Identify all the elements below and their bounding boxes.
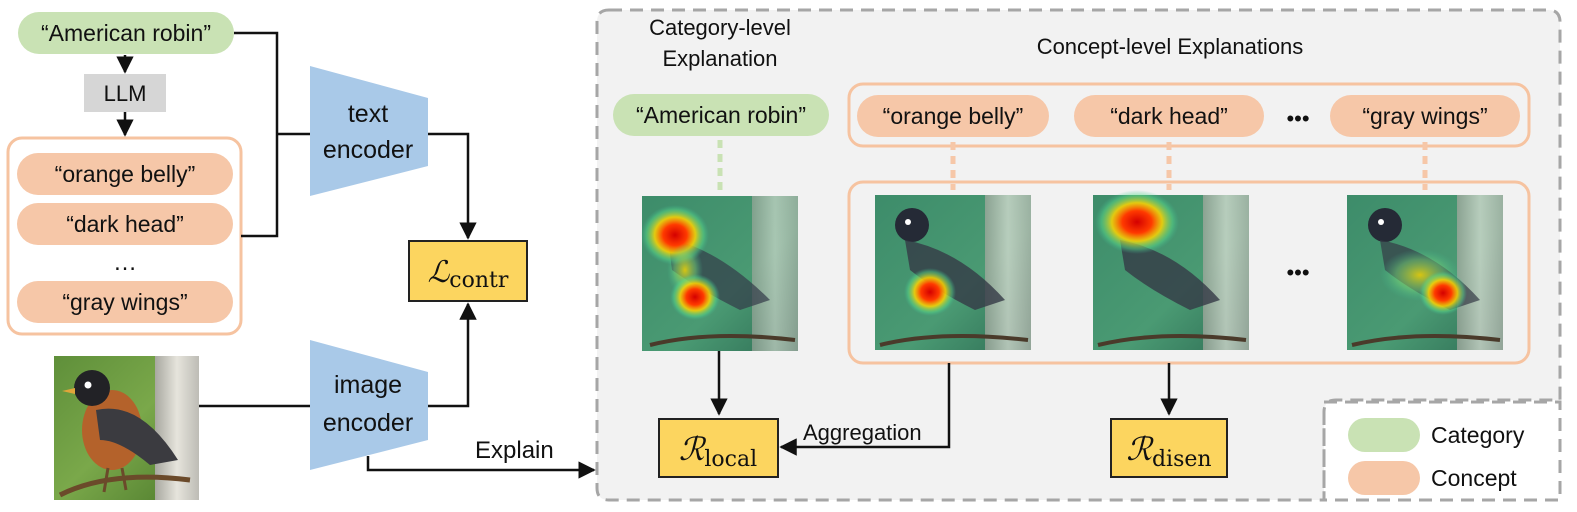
input-robin-image xyxy=(54,356,199,500)
image-encoder xyxy=(310,340,428,470)
concept-heatmaps-ellipsis: ••• xyxy=(1286,260,1309,285)
concept-level-heading: Concept-level Explanations xyxy=(1037,34,1304,59)
concept-pill-orange-belly: “orange belly” xyxy=(17,153,233,195)
image-encoder-to-loss-arrow xyxy=(428,302,477,408)
legend-category-swatch xyxy=(1348,418,1420,452)
concept-pills-ellipsis: ••• xyxy=(1286,106,1309,131)
r-local-label: ℛlocal xyxy=(679,430,757,472)
svg-text:“orange belly”: “orange belly” xyxy=(55,161,196,187)
concept-pills-frame xyxy=(847,82,1531,148)
r-disen-label: ℛdisen xyxy=(1126,430,1211,472)
text-encoder-to-loss-arrow xyxy=(428,132,477,240)
contrastive-loss-box xyxy=(408,240,528,302)
svg-text:“orange belly”: “orange belly” xyxy=(883,103,1024,129)
aggregation-arrow xyxy=(779,363,951,456)
explain-arrow xyxy=(366,456,596,479)
svg-text:“American robin”: “American robin” xyxy=(41,20,211,46)
image-encoder-label-2: encoder xyxy=(323,409,413,437)
concept-heatmap-gray-wings xyxy=(1347,195,1503,350)
concept-heatmap-dark-head xyxy=(1093,190,1249,350)
r-local-box xyxy=(658,418,779,478)
svg-text:“dark head”: “dark head” xyxy=(66,211,184,237)
aggregation-label: Aggregation xyxy=(803,420,922,445)
explain-label: Explain xyxy=(475,437,554,464)
llm-box xyxy=(84,74,166,112)
svg-text:“gray wings”: “gray wings” xyxy=(1362,103,1487,129)
image-encoder-label-1: image xyxy=(334,371,402,399)
explain-concept-pill-orange-belly: “orange belly” xyxy=(857,95,1049,137)
category-level-heading-2: Explanation xyxy=(663,46,778,71)
legend: Category Concept xyxy=(1322,400,1562,502)
r-disen-box xyxy=(1110,418,1228,478)
explain-concept-pill-dark-head: “dark head” xyxy=(1074,95,1264,137)
svg-text:“dark head”: “dark head” xyxy=(1110,103,1228,129)
text-encoder-label-2: encoder xyxy=(323,136,413,164)
svg-text:“American robin”: “American robin” xyxy=(636,102,806,128)
category-heatmap xyxy=(641,196,798,351)
explain-category-pill: “American robin” xyxy=(613,94,829,136)
llm-label: LLM xyxy=(104,81,147,106)
text-encoder-label-1: text xyxy=(348,100,388,128)
legend-concept-swatch xyxy=(1348,461,1420,495)
category-level-heading-1: Category-level xyxy=(649,15,791,40)
concept-heatmap-orange-belly xyxy=(875,195,1031,350)
text-encoder xyxy=(310,66,428,196)
category-pill: “American robin” xyxy=(18,12,234,54)
concept-pill-dark-head: “dark head” xyxy=(17,203,233,245)
svg-text:“gray wings”: “gray wings” xyxy=(62,289,187,315)
explain-concept-pill-gray-wings: “gray wings” xyxy=(1330,95,1520,137)
legend-concept-label: Concept xyxy=(1431,465,1517,491)
concept-pill-gray-wings: “gray wings” xyxy=(17,281,233,323)
concept-list-ellipsis: … xyxy=(113,249,137,276)
contrastive-loss-label: ℒcontr xyxy=(428,255,509,293)
legend-category-label: Category xyxy=(1431,422,1525,448)
concept-heatmaps-frame xyxy=(847,180,1531,365)
